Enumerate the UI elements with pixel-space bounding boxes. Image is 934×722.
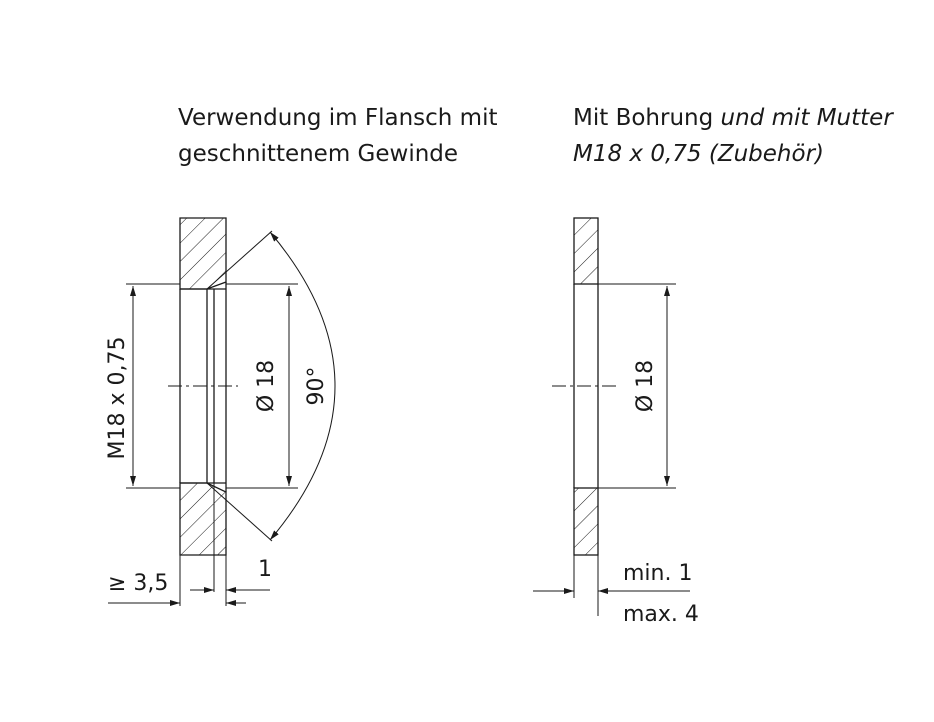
right-title-italic: und mit Mutter [721,105,895,131]
right-title-line2: M18 x 0,75 (Zubehör) [573,141,824,167]
left-chamfer-label: 1 [258,557,272,582]
right-diameter-label: Ø 18 [633,360,658,412]
left-title-line2: geschnittenem Gewinde [178,141,458,167]
right-upper-section [573,217,599,285]
left-drawing: Verwendung im Flansch mit geschnittenem … [105,105,497,606]
right-min-label: min. 1 [623,561,692,586]
left-min-thickness-label: ≥ 3,5 [108,571,168,596]
right-lower-section [573,487,599,556]
left-thread-label: M18 x 0,75 [105,337,130,460]
right-title-line1: Mit Bohrung und mit Mutter [573,105,894,131]
left-angle-label: 90° [304,367,329,406]
left-title-line1: Verwendung im Flansch mit [178,105,497,131]
right-max-label: max. 4 [623,602,699,627]
left-diameter-label: Ø 18 [254,360,279,412]
left-upper-section [179,217,227,290]
right-title-regular: Mit Bohrung [573,105,721,131]
right-drawing: Mit Bohrung und mit Mutter M18 x 0,75 (Z… [533,105,894,627]
